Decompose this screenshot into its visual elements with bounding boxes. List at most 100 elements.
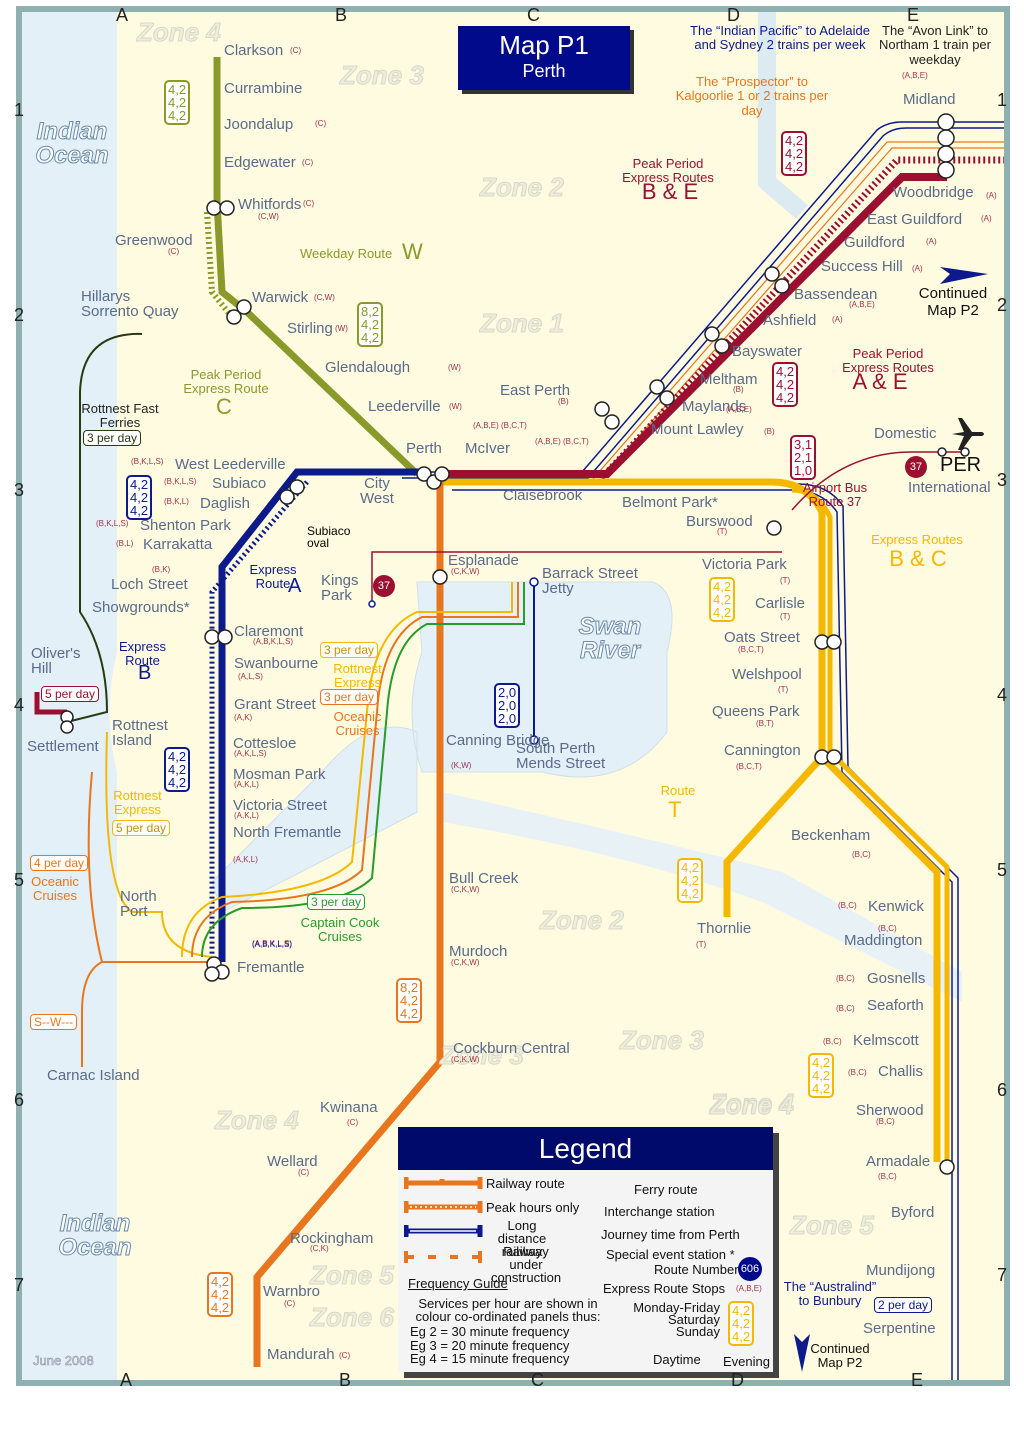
legend-eg3: Eg 3 = 20 minute frequency — [410, 1338, 570, 1353]
station-cannington[interactable]: Cannington — [724, 742, 801, 759]
annotation-indian-pacific: The “Indian Pacific” to Adelaide and Syd… — [690, 23, 870, 53]
station-mosman-park[interactable]: Mosman Park — [233, 766, 326, 783]
station-welshpool[interactable]: Welshpool — [732, 666, 802, 683]
station-joondalup[interactable]: Joondalup — [224, 116, 294, 133]
river-arm — [442, 792, 962, 1002]
place-label: South Perth Mends Street — [516, 740, 606, 772]
station-kenwick[interactable]: Kenwick — [868, 898, 924, 915]
station-oats-street[interactable]: Oats Street — [724, 629, 800, 646]
station-showgrounds-[interactable]: Showgrounds* — [92, 599, 190, 616]
grid-row-label: 3 — [14, 480, 25, 500]
station-victoria-street[interactable]: Victoria Street — [233, 797, 327, 814]
place-label: Hillarys Sorrento Quay — [81, 288, 179, 320]
station-guildford[interactable]: Guildford — [844, 234, 905, 251]
station-rockingham[interactable]: Rockingham — [290, 1230, 374, 1247]
grid-column-label: E — [907, 5, 920, 25]
station-burswood[interactable]: Burswood — [686, 513, 753, 530]
station-daglish[interactable]: Daglish — [200, 495, 251, 512]
annotation-t-letter: T — [668, 797, 682, 822]
station-maylands[interactable]: Maylands — [682, 398, 747, 415]
station-murdoch[interactable]: Murdoch — [449, 943, 508, 960]
river-ferries-2 — [191, 582, 519, 958]
legend-mf: Monday-Friday — [633, 1300, 720, 1315]
zone-label: Zone 3 — [620, 1025, 705, 1056]
station-cockburn-central[interactable]: Cockburn Central — [453, 1040, 570, 1057]
station-subiaco[interactable]: Subiaco — [212, 475, 267, 492]
station-wellard[interactable]: Wellard — [267, 1153, 318, 1170]
station-esplanade[interactable]: Esplanade — [448, 552, 519, 569]
station-woodbridge[interactable]: Woodbridge — [893, 184, 974, 201]
express-stops-label: (A,K,L,S) — [234, 749, 267, 758]
station-claisebrook[interactable]: Claisebrook — [503, 487, 583, 504]
station-seaforth[interactable]: Seaforth — [867, 997, 924, 1014]
station-maddington[interactable]: Maddington — [844, 932, 923, 949]
station-midland[interactable]: Midland — [903, 91, 956, 108]
express-stops-label: (B,C) — [848, 1068, 867, 1077]
station-success-hill[interactable]: Success Hill — [821, 258, 903, 275]
station-currambine[interactable]: Currambine — [224, 80, 303, 97]
station-swanbourne[interactable]: Swanbourne — [234, 655, 319, 672]
station-kelmscott[interactable]: Kelmscott — [853, 1032, 919, 1049]
station-claremont[interactable]: Claremont — [234, 623, 304, 640]
station-victoria-park[interactable]: Victoria Park — [702, 556, 787, 573]
station-beckenham[interactable]: Beckenham — [791, 827, 871, 844]
station-north-fremantle[interactable]: North Fremantle — [233, 824, 342, 841]
station-mandurah[interactable]: Mandurah — [267, 1346, 335, 1363]
station-greenwood[interactable]: Greenwood — [115, 232, 193, 249]
express-stops-label: (C,K,W) — [451, 885, 480, 894]
station-clarkson[interactable]: Clarkson — [224, 42, 284, 59]
station-east-guildford[interactable]: East Guildford — [867, 211, 963, 228]
annotation-c-letter: C — [216, 394, 232, 419]
express-stops-label: (B,K,L,S) — [131, 457, 164, 466]
station-shenton-park[interactable]: Shenton Park — [140, 517, 231, 534]
station-mciver[interactable]: McIver — [465, 440, 510, 457]
grid-row-label: 6 — [997, 1080, 1008, 1100]
station-karrakatta[interactable]: Karrakatta — [143, 536, 213, 553]
station-ashfield[interactable]: Ashfield — [763, 312, 817, 329]
express-stops-label: (B,C,T) — [736, 762, 762, 771]
station-warnbro[interactable]: Warnbro — [263, 1283, 320, 1300]
annotation-rottnest-express2: Rottnest Express — [113, 788, 162, 818]
express-stops-label: (B,C) — [878, 924, 897, 933]
ocean-label: Indian Ocean — [35, 118, 109, 169]
station-canning-bridge[interactable]: Canning Bridge — [446, 732, 550, 749]
mandurah-line — [253, 482, 444, 1367]
station-challis[interactable]: Challis — [878, 1063, 924, 1080]
station-queens-park[interactable]: Queens Park — [712, 703, 800, 720]
legend-frequency-desc: Services per hour are shown in colour co… — [415, 1296, 601, 1324]
station-carlisle[interactable]: Carlisle — [755, 595, 806, 612]
station-bayswater[interactable]: Bayswater — [732, 343, 803, 360]
legend-express-stops: Express Route Stops — [603, 1281, 726, 1296]
station-kwinana[interactable]: Kwinana — [320, 1099, 378, 1116]
place-label: Subiaco oval — [307, 524, 351, 550]
station-gosnells[interactable]: Gosnells — [867, 970, 926, 987]
station-grant-street[interactable]: Grant Street — [234, 696, 316, 713]
station-glendalough[interactable]: Glendalough — [325, 359, 411, 376]
station-belmont-park-[interactable]: Belmont Park* — [622, 494, 718, 511]
station-leederville[interactable]: Leederville — [368, 398, 441, 415]
station-cottesloe[interactable]: Cottesloe — [233, 735, 297, 752]
station-east-perth[interactable]: East Perth — [500, 382, 571, 399]
place-label: North Port — [120, 888, 157, 920]
station-thornlie[interactable]: Thornlie — [697, 920, 752, 937]
station-bull-creek[interactable]: Bull Creek — [449, 870, 519, 887]
station-stirling[interactable]: Stirling — [287, 320, 333, 337]
station-sherwood[interactable]: Sherwood — [856, 1102, 924, 1119]
station-armadale[interactable]: Armadale — [866, 1153, 931, 1170]
station-warwick[interactable]: Warwick — [252, 289, 309, 306]
station-whitfords[interactable]: Whitfords — [238, 196, 302, 213]
station-west-leederville[interactable]: West Leederville — [175, 456, 286, 473]
station-meltham[interactable]: Meltham — [700, 371, 758, 388]
frequency-panel: 3,1 2,1 1,0 — [790, 435, 817, 480]
express-stops-label: (C) — [302, 158, 314, 167]
station-edgewater[interactable]: Edgewater — [224, 154, 296, 171]
grid-column-label: D — [727, 5, 740, 25]
station-bassendean[interactable]: Bassendean — [794, 286, 878, 303]
legend-construction: Railway under construction — [490, 1244, 562, 1285]
station-fremantle[interactable]: Fremantle — [237, 959, 305, 976]
express-stops-label: (A) — [986, 191, 997, 200]
annotation-rottnest-express: Rottnest Express — [333, 661, 382, 691]
station-loch-street[interactable]: Loch Street — [111, 576, 188, 593]
place-label: Barrack Street Jetty — [542, 565, 638, 597]
station-mount-lawley[interactable]: Mount Lawley — [651, 421, 744, 438]
